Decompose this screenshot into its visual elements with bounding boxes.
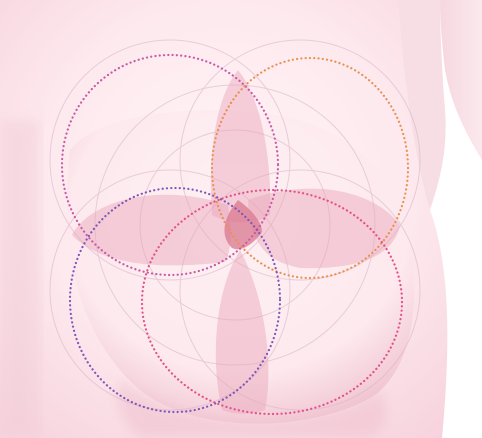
left-edge-shadow [0,120,40,438]
